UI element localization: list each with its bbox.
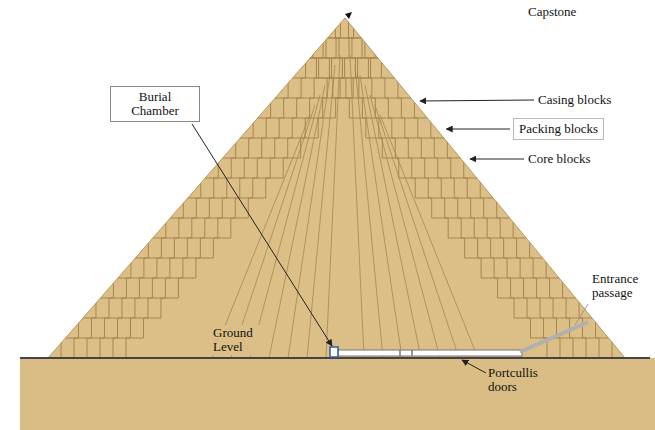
leader-line bbox=[470, 159, 524, 160]
leader-line bbox=[192, 124, 332, 346]
block-course bbox=[309, 18, 573, 358]
callout-text: Burial Chamber bbox=[116, 90, 194, 118]
capstone-arrowhead bbox=[345, 12, 352, 19]
leader-line bbox=[575, 304, 588, 325]
block-course bbox=[100, 18, 380, 358]
core-line bbox=[269, 85, 325, 358]
part-label: Entrance passage bbox=[592, 272, 648, 300]
entrance-passage bbox=[520, 322, 588, 352]
core-line bbox=[370, 95, 440, 358]
callout-box: Burial Chamber bbox=[110, 86, 200, 122]
part-label: Casing blocks bbox=[538, 93, 611, 107]
core-line bbox=[355, 65, 383, 358]
core-line bbox=[307, 65, 335, 358]
block-course bbox=[322, 18, 586, 358]
block-course bbox=[87, 18, 367, 358]
core-line bbox=[375, 105, 459, 358]
callout-text: Packing blocks bbox=[519, 122, 598, 136]
core-line bbox=[288, 75, 330, 358]
core-line bbox=[365, 85, 421, 358]
leader-line bbox=[420, 100, 534, 101]
burial-chamber bbox=[330, 347, 338, 357]
part-label: Core blocks bbox=[528, 152, 590, 166]
block-course bbox=[296, 18, 560, 358]
passage bbox=[338, 350, 522, 356]
block-course bbox=[283, 18, 547, 358]
block-course bbox=[74, 18, 354, 358]
ground-fill bbox=[20, 358, 655, 430]
part-label: Capstone bbox=[528, 5, 576, 19]
callout-box: Packing blocks bbox=[513, 118, 604, 140]
leader-line bbox=[446, 129, 510, 130]
core-line bbox=[326, 55, 340, 358]
block-course bbox=[335, 18, 599, 358]
leader-line bbox=[462, 360, 486, 373]
portcullis-door bbox=[411, 350, 413, 356]
block-course bbox=[348, 18, 612, 358]
core-line bbox=[231, 105, 315, 358]
part-label: Portcullis doors bbox=[488, 366, 550, 394]
core-line bbox=[212, 115, 310, 358]
portcullis-door bbox=[399, 350, 401, 356]
block-courses bbox=[61, 18, 612, 358]
block-course bbox=[113, 18, 393, 358]
core-line bbox=[350, 55, 364, 358]
pyramid-body bbox=[48, 18, 625, 358]
core-line bbox=[380, 115, 478, 358]
block-course bbox=[126, 18, 406, 358]
block-course bbox=[61, 18, 341, 358]
part-label: Ground Level bbox=[212, 325, 260, 355]
core-line bbox=[250, 95, 320, 358]
